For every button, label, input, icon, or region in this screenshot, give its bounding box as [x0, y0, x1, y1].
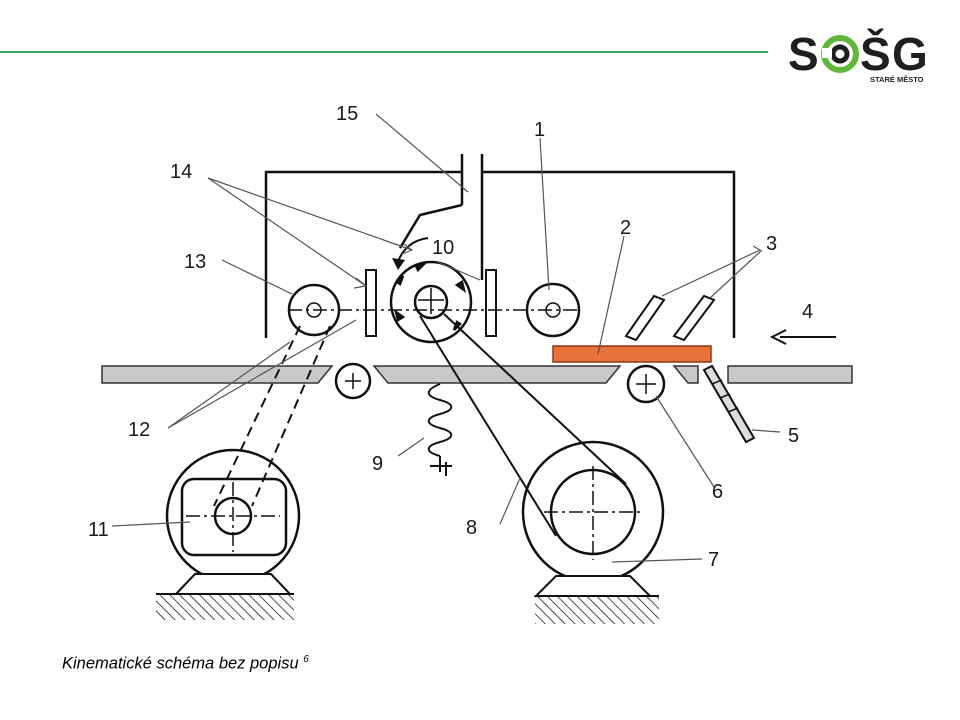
- lower-knife-5: [702, 364, 756, 444]
- kickback-fingers-3: [624, 294, 716, 342]
- label-14: 14: [170, 161, 192, 183]
- label-8: 8: [466, 517, 477, 539]
- workpiece: [552, 345, 712, 363]
- pressure-shoe-right: [485, 269, 497, 337]
- label-11: 11: [88, 519, 109, 541]
- motor-11-base: [156, 573, 294, 620]
- label-6: 6: [712, 481, 723, 503]
- caption-text: Kinematické schéma bez popisu: [62, 654, 299, 673]
- pressure-shoe-left: [365, 269, 377, 337]
- svg-text:G: G: [892, 28, 928, 80]
- school-logo: S Š G STARÉ MĚSTO: [782, 18, 942, 88]
- lower-roller-6: [626, 364, 666, 404]
- spring-9: [427, 383, 453, 457]
- rotation-arrow-icon: [397, 237, 429, 263]
- label-13: 13: [184, 251, 206, 273]
- cutter-head-10: [389, 260, 473, 344]
- header-rule: [0, 51, 768, 53]
- label-1: 1: [534, 119, 545, 141]
- label-2: 2: [620, 217, 631, 239]
- svg-text:Š: Š: [860, 28, 891, 80]
- feed-belt-12: [213, 325, 331, 507]
- label-15: 15: [336, 103, 358, 125]
- svg-text:S: S: [788, 28, 819, 80]
- logo-graphic: S Š G STARÉ MĚSTO: [788, 28, 928, 84]
- label-9: 9: [372, 453, 383, 475]
- label-3: 3: [766, 233, 777, 255]
- label-10: 10: [432, 237, 454, 259]
- lower-roller-left: [334, 362, 372, 400]
- caption-footnote: 6: [303, 654, 309, 665]
- label-7: 7: [708, 549, 719, 571]
- logo-swirl-icon: [821, 35, 859, 73]
- roller-1: [525, 282, 581, 338]
- label-12: 12: [128, 419, 150, 441]
- label-5: 5: [788, 425, 799, 447]
- logo-subtitle: STARÉ MĚSTO: [870, 75, 924, 84]
- motor-7: [521, 440, 665, 584]
- motor-7-base: [533, 575, 659, 624]
- figure-caption: Kinematické schéma bez popisu 6: [62, 654, 309, 674]
- machine-table: [101, 365, 853, 384]
- machine-housing: [264, 154, 736, 338]
- motor-11: [165, 448, 301, 584]
- label-4: 4: [802, 301, 813, 323]
- leader-lines: [111, 113, 781, 563]
- drive-belt-8: [419, 313, 627, 537]
